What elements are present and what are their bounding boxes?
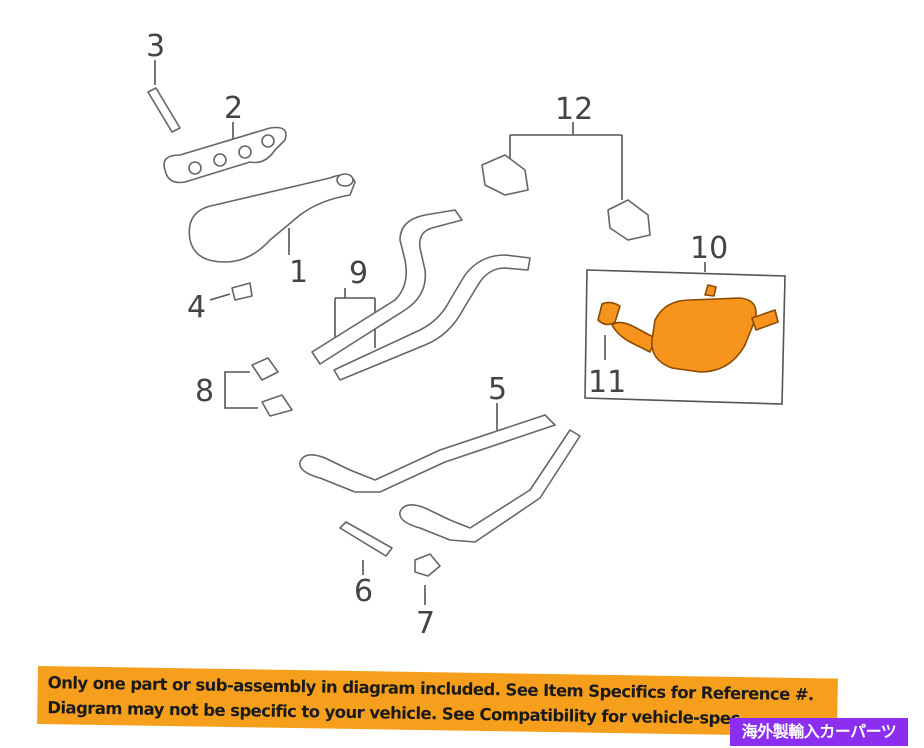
callout-labels: 1 2 3 4 5 6 7 8 9 10 11 12 <box>146 29 728 641</box>
part-10-muffler <box>584 262 786 405</box>
callout-2: 2 <box>224 91 243 126</box>
watermark-badge: 海外製輸入カーパーツ <box>730 718 908 746</box>
part-4-clip <box>209 282 253 301</box>
part-7-nut <box>414 553 441 605</box>
part-2-gasket <box>163 122 287 184</box>
callout-1: 1 <box>289 255 308 290</box>
callout-6: 6 <box>354 574 373 609</box>
part-12-hangers <box>481 122 651 241</box>
part-1-exhaust-manifold <box>188 173 356 263</box>
callout-12: 12 <box>555 92 593 127</box>
callout-4: 4 <box>187 290 206 325</box>
callout-11: 11 <box>588 365 626 400</box>
callout-8: 8 <box>195 374 214 409</box>
part-8-clamps <box>224 357 293 417</box>
callout-10: 10 <box>690 231 728 266</box>
part-3-stud <box>147 60 181 133</box>
part-9-intermediate-pipes <box>311 209 531 381</box>
callout-3: 3 <box>146 29 165 64</box>
callout-9: 9 <box>349 256 368 291</box>
callout-5: 5 <box>488 372 507 407</box>
callout-7: 7 <box>416 606 435 641</box>
part-6-stud <box>339 521 393 575</box>
part-5-catalytic-converter-pipe <box>299 403 581 543</box>
